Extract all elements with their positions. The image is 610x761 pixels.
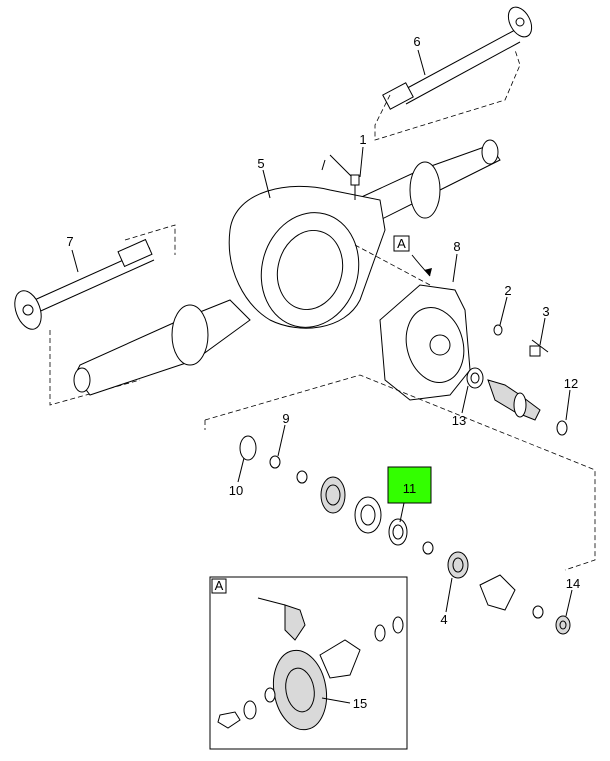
axle-shaft-left xyxy=(14,238,155,330)
callout-2: 2 xyxy=(504,283,511,298)
breather-fitting xyxy=(321,154,360,200)
callout-11-highlight[interactable]: 11 xyxy=(387,466,432,523)
callout-7: 7 xyxy=(66,234,73,249)
differential-carrier xyxy=(379,284,471,401)
callout-14: 14 xyxy=(566,576,580,591)
washer-small xyxy=(296,470,308,484)
callout-10: 10 xyxy=(229,483,243,498)
inset-marker-label: A xyxy=(215,578,224,593)
leader-lines xyxy=(71,49,573,704)
dash-line-carrier xyxy=(354,244,431,286)
nut-14 xyxy=(555,615,571,635)
cone-10 xyxy=(239,435,257,461)
view-marker-label: A xyxy=(397,236,406,251)
dash-box-upper xyxy=(374,49,521,141)
view-marker-a: A xyxy=(393,235,432,277)
gear-spur xyxy=(320,476,346,514)
dash-box-differential xyxy=(204,374,596,571)
callout-13: 13 xyxy=(452,413,466,428)
washer-12 xyxy=(556,420,568,436)
bearing-13 xyxy=(466,367,484,389)
washer-9 xyxy=(269,455,281,469)
axle-shaft-upper xyxy=(382,6,533,110)
callout-5: 5 xyxy=(257,156,264,171)
washer-2 xyxy=(493,324,503,336)
washer-lower xyxy=(422,541,434,555)
callout-8: 8 xyxy=(453,239,460,254)
callout-3: 3 xyxy=(542,304,549,319)
callout-6: 6 xyxy=(413,34,420,49)
callout-1: 1 xyxy=(359,132,366,147)
drive-pinion xyxy=(487,379,541,421)
bearing-4 xyxy=(447,551,469,579)
callout-15: 15 xyxy=(353,696,367,711)
callout-4: 4 xyxy=(440,612,447,627)
bearing-cup-11 xyxy=(388,518,408,546)
washer-end xyxy=(532,605,544,619)
callout-12: 12 xyxy=(564,376,578,391)
axle-housing xyxy=(73,139,501,396)
bolt-3 xyxy=(529,339,549,357)
callout-9: 9 xyxy=(282,411,289,426)
ring-large xyxy=(354,496,382,534)
callout-11[interactable]: 11 xyxy=(403,481,417,496)
callout-labels: 1 2 3 4 5 6 7 8 9 10 12 13 14 15 xyxy=(66,34,580,711)
inset-detail-a: A xyxy=(209,576,408,750)
highlight-box[interactable] xyxy=(387,466,432,504)
pinion-cage xyxy=(479,574,516,611)
